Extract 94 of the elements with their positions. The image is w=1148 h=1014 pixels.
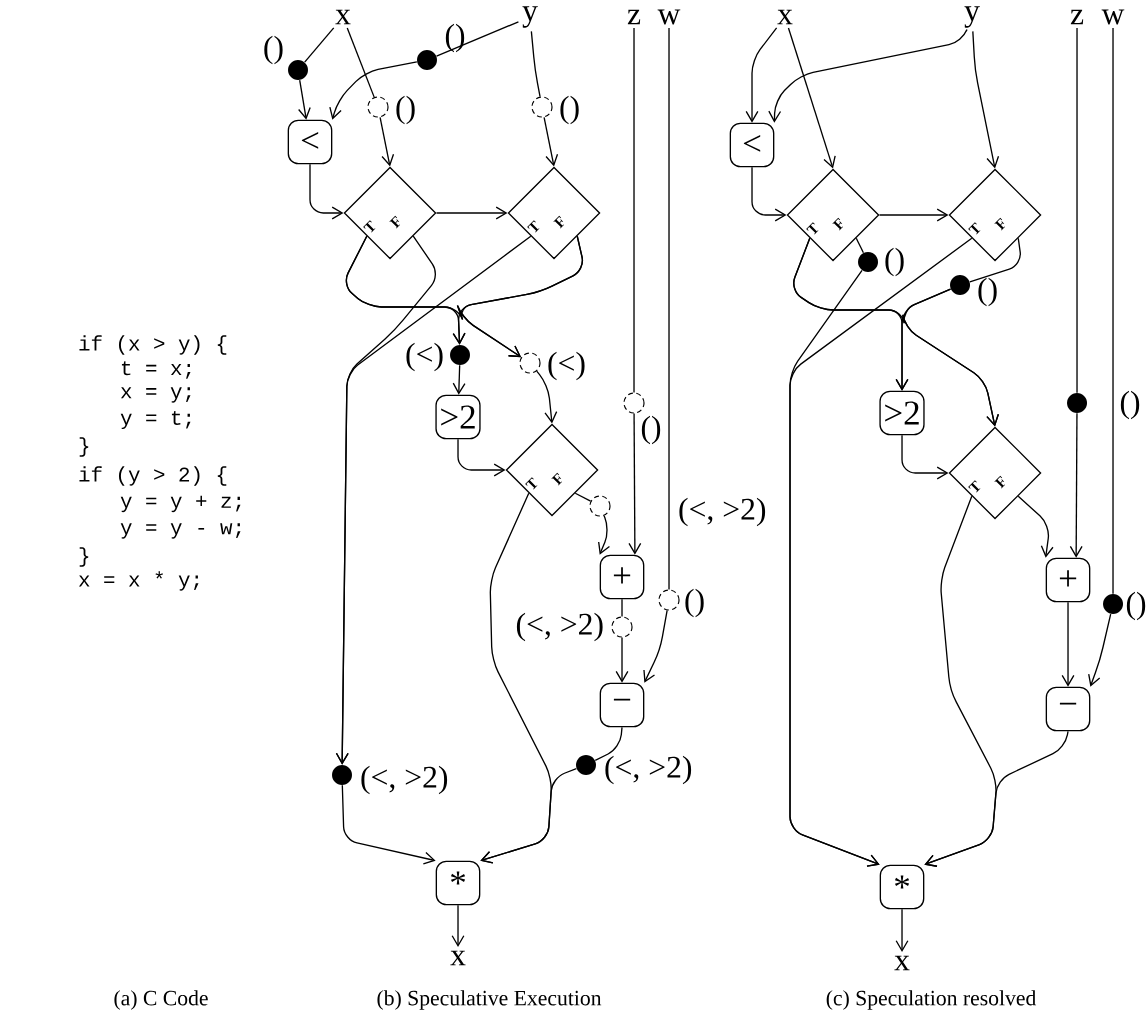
- code-line: y = y - w;: [120, 523, 241, 539]
- token-label: (): [685, 588, 704, 618]
- arrow: [480, 492, 552, 864]
- connector-line: [346, 27, 375, 98]
- variable-label: z: [1070, 9, 1084, 25]
- operator-box: +: [1045, 557, 1091, 603]
- arrow: [751, 166, 787, 222]
- token-label: (): [264, 35, 283, 65]
- arrow: [598, 515, 611, 555]
- arrow: [341, 784, 436, 865]
- token-label: (): [641, 415, 661, 445]
- subfigure-caption: (c) Speculation resolved: [826, 990, 1037, 1010]
- arrow: [643, 609, 668, 683]
- token-label: (): [396, 95, 415, 125]
- subfigure-caption: (b) Speculative Execution: [377, 990, 602, 1010]
- code-line: x = y;: [120, 387, 191, 403]
- token-label: (<, >2): [516, 612, 603, 642]
- token-label: (<): [548, 351, 585, 381]
- arrow: [628, 412, 642, 555]
- code-line: y = y + z;: [120, 495, 241, 513]
- token-label: (<, >2): [605, 755, 692, 785]
- arrow: [972, 30, 1000, 169]
- arrow: [902, 288, 999, 427]
- arrow: [768, 28, 968, 123]
- arrow: [1088, 613, 1112, 687]
- token-label: (): [560, 95, 579, 125]
- code-line: x = x * y;: [78, 571, 199, 591]
- subfigure-caption: (a) C Code: [114, 990, 208, 1010]
- operator-box: <: [729, 122, 775, 168]
- connector-line: [435, 21, 520, 57]
- variable-label: x: [777, 9, 793, 25]
- connector-line: [668, 27, 670, 591]
- arrow: [1061, 601, 1075, 687]
- connector-line: [594, 726, 623, 762]
- arrow: [309, 163, 344, 220]
- code-line: }: [79, 547, 89, 567]
- connector-line: [1112, 27, 1114, 595]
- arrow: [298, 79, 311, 120]
- arrow: [895, 908, 909, 953]
- operator-box: *: [879, 864, 925, 910]
- connector-line: [633, 27, 635, 394]
- arrow: [329, 61, 418, 120]
- token-label: (<, >2): [361, 765, 448, 795]
- arrow: [451, 904, 465, 948]
- connector-line: [969, 237, 1021, 283]
- code-line: t = x;: [121, 361, 191, 379]
- token-label: (): [978, 277, 997, 307]
- variable-label: w: [657, 9, 681, 25]
- arrow: [615, 636, 629, 683]
- variable-label: x: [335, 9, 351, 25]
- token-label: (<, >2): [679, 497, 766, 527]
- arrow: [1017, 495, 1054, 558]
- variable-label: x: [450, 950, 466, 966]
- arrow: [787, 27, 836, 169]
- operator-box: −: [599, 682, 645, 728]
- arrow: [745, 27, 778, 123]
- arrow: [335, 235, 532, 765]
- token-label: (): [1126, 591, 1146, 621]
- arrow: [878, 208, 949, 222]
- connector-line: [530, 30, 541, 98]
- arrow: [1069, 412, 1083, 558]
- arrow: [536, 370, 558, 424]
- operator-box: >2: [435, 394, 481, 440]
- operator-box: <: [287, 119, 333, 165]
- arrow: [901, 434, 949, 480]
- arrow: [379, 116, 395, 167]
- arrow: [543, 116, 559, 167]
- arrow: [924, 495, 997, 867]
- variable-label: x: [894, 955, 910, 971]
- connector-line: [621, 598, 623, 618]
- connector-line: [855, 237, 865, 254]
- token-label: (): [445, 23, 465, 53]
- variable-label: y: [522, 6, 538, 28]
- token-label: (<): [406, 342, 443, 372]
- connector-line: [574, 492, 592, 502]
- operator-box: −: [1045, 686, 1091, 732]
- operator-box: >2: [879, 390, 925, 436]
- connector-line: [304, 27, 335, 63]
- arrow: [435, 206, 508, 220]
- operator-box: +: [599, 554, 645, 600]
- connector-line: [1076, 27, 1078, 394]
- variable-label: y: [964, 6, 980, 28]
- arrow: [457, 438, 506, 477]
- arrow: [789, 237, 973, 867]
- variable-label: z: [627, 9, 641, 25]
- token-label: (): [885, 247, 904, 277]
- code-line: }: [79, 437, 89, 457]
- code-line: if (x > y) {: [79, 335, 227, 355]
- variable-label: w: [1101, 9, 1125, 25]
- token-label: (): [1120, 390, 1140, 420]
- arrow: [452, 364, 466, 395]
- code-line: y = t;: [120, 410, 191, 430]
- operator-box: *: [435, 860, 481, 906]
- code-line: if (y > 2) {: [79, 466, 227, 486]
